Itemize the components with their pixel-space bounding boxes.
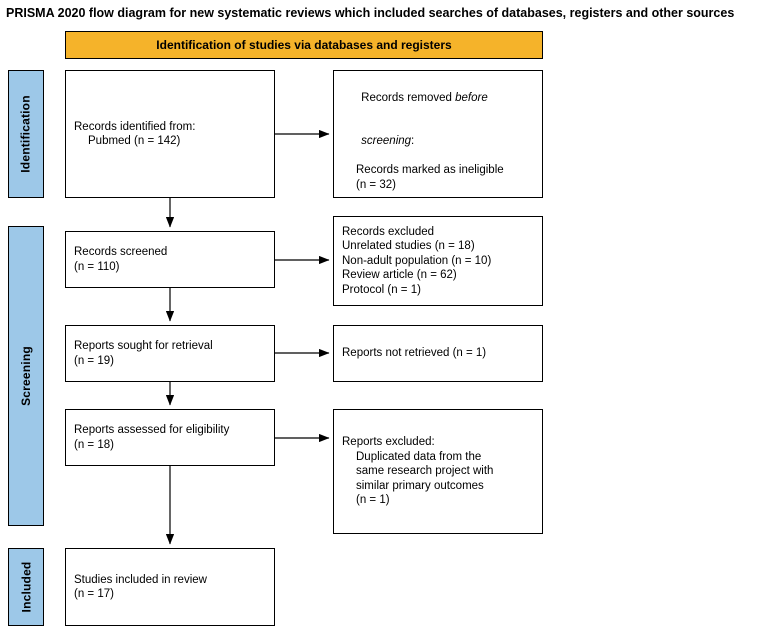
records-excluded-line1: Records excluded bbox=[342, 225, 435, 238]
reports-excluded-line2: Duplicated data from the bbox=[356, 450, 482, 463]
studies-included-line2: (n = 17) bbox=[74, 588, 114, 600]
reports-sought-line1: Reports sought for retrieval bbox=[74, 340, 213, 352]
box-records-screened: Records screened (n = 110) bbox=[65, 231, 275, 288]
box-records-removed: Records removed before screening: Record… bbox=[333, 70, 543, 198]
phase-screening: Screening bbox=[8, 226, 44, 526]
studies-included-line1: Studies included in review bbox=[74, 573, 207, 586]
records-excluded-line3: Non-adult population (n = 10) bbox=[342, 254, 492, 267]
phase-included-label: Included bbox=[19, 561, 33, 613]
box-reports-assessed: Reports assessed for eligibility (n = 18… bbox=[65, 409, 275, 466]
box-reports-excluded: Reports excluded: Duplicated data from t… bbox=[333, 409, 543, 534]
records-excluded-line2: Unrelated studies (n = 18) bbox=[342, 240, 475, 253]
phase-identification-label: Identification bbox=[19, 95, 33, 173]
records-screened-line1: Records screened bbox=[74, 246, 168, 258]
phase-screening-label: Screening bbox=[19, 346, 34, 406]
records-removed-line3: Records marked as ineligible bbox=[356, 164, 504, 176]
phase-included: Included bbox=[8, 548, 44, 626]
records-excluded-line4: Review article (n = 62) bbox=[342, 269, 457, 282]
reports-excluded-line3: same research project with bbox=[356, 465, 494, 478]
page-title: PRISMA 2020 flow diagram for new systema… bbox=[6, 6, 735, 20]
banner-identification-via-databases: Identification of studies via databases … bbox=[65, 31, 543, 59]
records-identified-line1: Records identified from: bbox=[74, 120, 196, 133]
reports-assessed-line2: (n = 18) bbox=[74, 438, 114, 451]
box-records-excluded: Records excluded Unrelated studies (n = … bbox=[333, 216, 543, 306]
records-removed-line1: Records removed bbox=[361, 91, 456, 104]
reports-assessed-line1: Reports assessed for eligibility bbox=[74, 424, 230, 436]
box-studies-included: Studies included in review (n = 17) bbox=[65, 548, 275, 626]
box-records-identified: Records identified from: Pubmed (n = 142… bbox=[65, 70, 275, 198]
records-screened-line2: (n = 110) bbox=[74, 260, 120, 273]
banner-label: Identification of studies via databases … bbox=[156, 38, 452, 52]
reports-excluded-line4: similar primary outcomes bbox=[356, 479, 484, 492]
reports-excluded-line1: Reports excluded: bbox=[342, 436, 435, 449]
records-removed-line2-italic: screening bbox=[361, 135, 412, 147]
records-excluded-line5: Protocol (n = 1) bbox=[342, 283, 421, 296]
phase-identification: Identification bbox=[8, 70, 44, 198]
box-reports-sought: Reports sought for retrieval (n = 19) bbox=[65, 325, 275, 382]
records-removed-line4: (n = 32) bbox=[356, 178, 396, 191]
records-removed-line1-italic: before bbox=[455, 91, 488, 104]
reports-excluded-line5: (n = 1) bbox=[356, 494, 390, 507]
reports-sought-line2: (n = 19) bbox=[74, 354, 114, 367]
reports-not-retrieved-line1: Reports not retrieved (n = 1) bbox=[342, 347, 487, 360]
records-removed-line2-tail: : bbox=[411, 135, 415, 147]
box-reports-not-retrieved: Reports not retrieved (n = 1) bbox=[333, 325, 543, 382]
records-identified-line2: Pubmed (n = 142) bbox=[88, 135, 181, 147]
